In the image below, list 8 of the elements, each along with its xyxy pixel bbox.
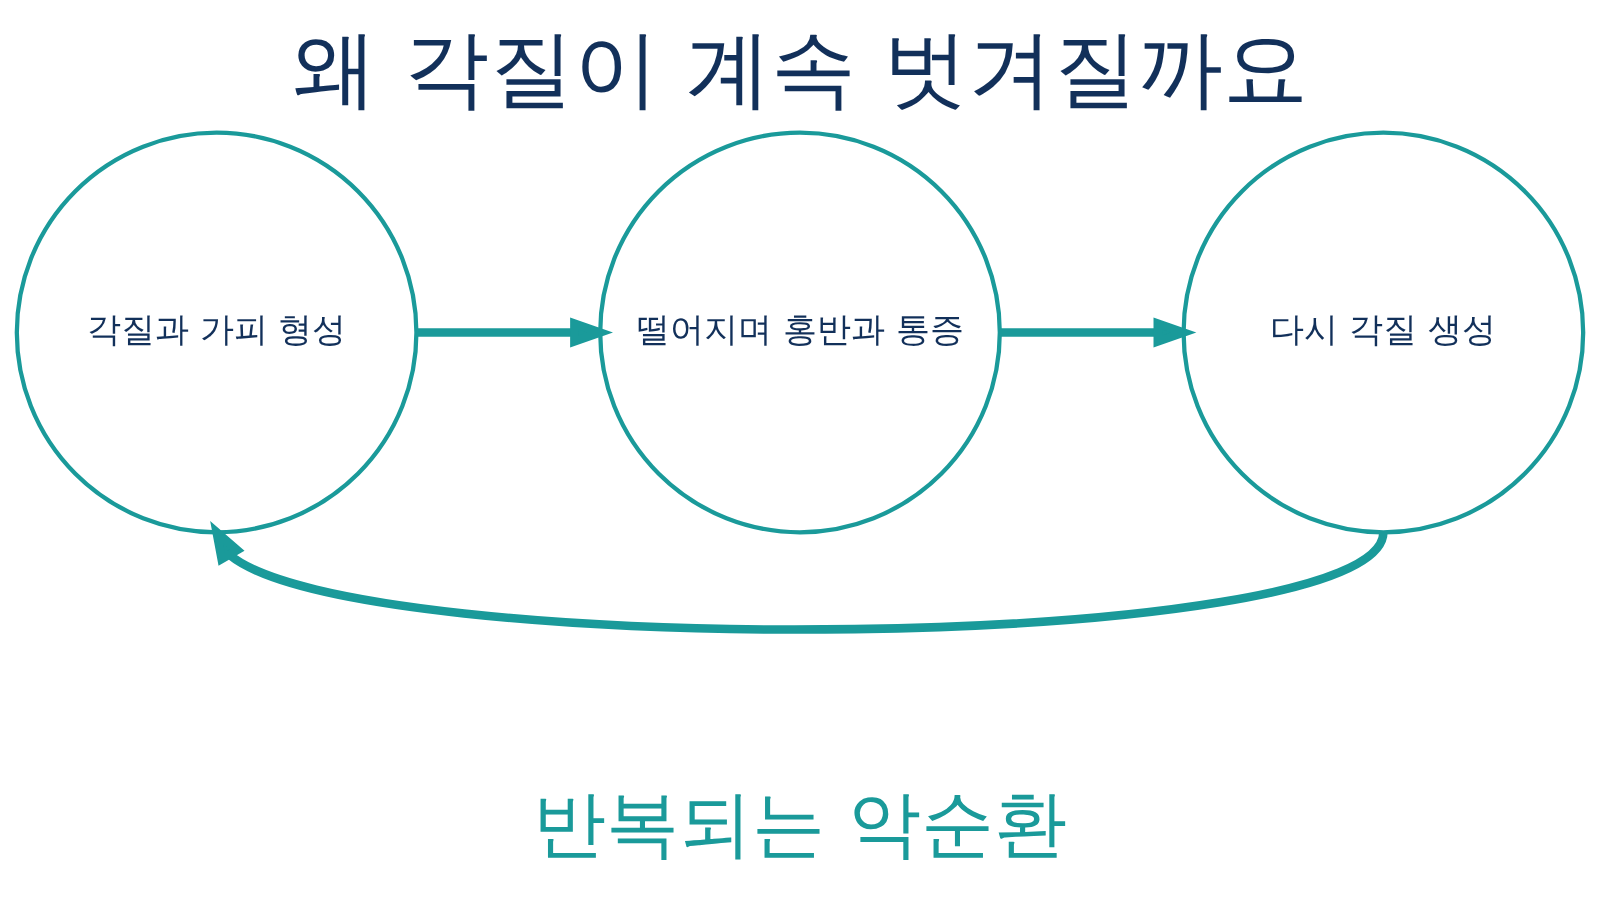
node-circle: 떨어지며 홍반과 통증 — [598, 130, 1002, 535]
arrow — [416, 317, 613, 348]
arrow — [210, 521, 1387, 634]
diagram-title: 왜 각질이 계속 벗겨질까요 — [291, 19, 1309, 119]
arrow — [999, 317, 1197, 348]
caption: 반복되는 악순환 — [532, 781, 1068, 866]
node-circle: 각질과 가피 형성 — [14, 130, 419, 535]
node-circle: 다시 각질 생성 — [1181, 130, 1586, 535]
